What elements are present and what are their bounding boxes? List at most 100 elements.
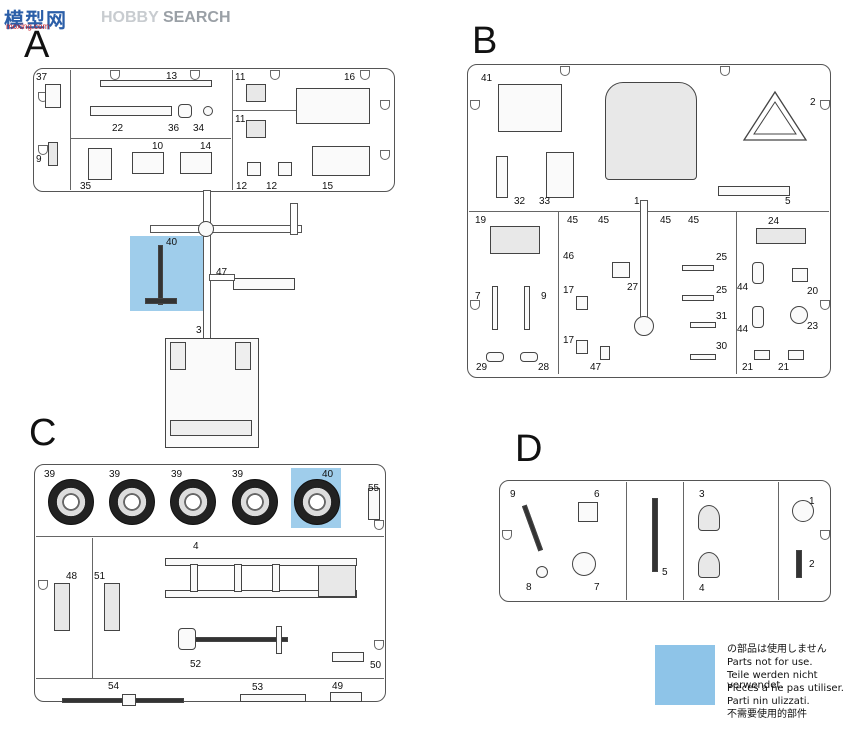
part-d-6 <box>578 502 598 522</box>
sprue-b-divider <box>736 212 737 374</box>
watermark-en-text: SEARCH <box>158 9 231 26</box>
sprue-b-runner <box>640 200 648 327</box>
part-number: 49 <box>332 681 344 692</box>
part-number: 7 <box>475 291 481 302</box>
part-b-41 <box>498 84 562 132</box>
part-number: 9 <box>541 291 547 302</box>
sprue-gate <box>720 66 730 76</box>
part-c-48 <box>54 583 70 631</box>
sprue-letter-a: A <box>24 24 50 66</box>
part-number: 2 <box>809 559 815 570</box>
part-number: 51 <box>94 571 106 582</box>
part-b-44a <box>752 262 764 284</box>
sprue-b-divider <box>558 212 559 374</box>
sprue-a-divider <box>232 70 233 190</box>
part-number: 5 <box>662 567 668 578</box>
sprue-gate <box>374 520 384 530</box>
part-d-5 <box>652 498 658 572</box>
part-a-35 <box>88 148 112 180</box>
part-b-44b <box>752 306 764 328</box>
part-b-20 <box>792 268 808 282</box>
part-a-14 <box>180 152 212 174</box>
part-number: 4 <box>699 583 705 594</box>
part-b-33 <box>546 152 574 198</box>
sprue-gate <box>110 70 120 80</box>
part-number: 11 <box>235 114 246 125</box>
part-number: 3 <box>196 325 202 336</box>
part-number: 30 <box>716 341 728 352</box>
part-number: 17 <box>563 335 575 346</box>
legend-line-zh: 不需要使用的部件 <box>727 709 807 720</box>
part-d-2 <box>796 550 802 578</box>
watermark-en: HOBBY SEARCH <box>101 9 231 27</box>
part-a-47 <box>233 278 295 290</box>
part-c-39a <box>48 479 94 525</box>
part-number: 28 <box>538 362 550 373</box>
part-a-3-detail <box>170 420 252 436</box>
part-c-40 <box>294 479 340 525</box>
part-number: 20 <box>807 286 819 297</box>
part-c-52 <box>186 637 288 642</box>
part-number: 27 <box>627 282 639 293</box>
part-d-4 <box>698 552 720 578</box>
part-b-27 <box>612 262 630 278</box>
part-number: 39 <box>232 469 244 480</box>
sprue-gate <box>190 70 200 80</box>
legend-line-ja: の部品は使用しません <box>727 644 827 655</box>
part-a-10 <box>132 152 164 174</box>
part-number: 21 <box>778 362 790 373</box>
part-number: 54 <box>108 681 120 692</box>
part-b-25a <box>682 265 714 271</box>
sprue-gate <box>380 100 390 110</box>
part-b-2 <box>742 90 808 141</box>
part-number: 45 <box>688 215 700 226</box>
sprue-b-divider <box>469 211 829 212</box>
part-c-4-rail <box>165 590 357 598</box>
sprue-gate <box>270 70 280 80</box>
sprue-d-divider <box>683 482 684 600</box>
part-number: 33 <box>539 196 551 207</box>
part-c-4-engine <box>318 565 356 597</box>
part-a-34 <box>203 106 213 116</box>
part-number: 3 <box>699 489 705 500</box>
sprue-a-divider <box>71 138 231 139</box>
part-c-51 <box>104 583 120 631</box>
part-number: 15 <box>322 181 334 192</box>
sprue-letter-b: B <box>472 20 498 62</box>
part-number: 13 <box>166 71 178 82</box>
part-b-9 <box>524 286 530 330</box>
part-number: 31 <box>716 311 728 322</box>
part-c-54-block <box>122 694 136 706</box>
part-number: 44 <box>737 324 749 335</box>
part-a-22 <box>90 106 172 116</box>
watermark: 模型网 HOBBY SEARCH <box>4 4 231 32</box>
part-b-47 <box>600 346 610 360</box>
part-b-21a <box>754 350 770 360</box>
part-number: 47 <box>216 267 228 278</box>
part-number: 14 <box>200 141 212 152</box>
part-b-28 <box>520 352 538 362</box>
sprue-d-divider <box>626 482 627 600</box>
part-b-32 <box>496 156 508 198</box>
part-d-3 <box>698 505 720 531</box>
part-b-19 <box>490 226 540 254</box>
part-number: 55 <box>368 483 380 494</box>
part-number: 12 <box>266 181 278 192</box>
part-a-9 <box>48 142 58 166</box>
sprue-a-divider <box>233 110 303 111</box>
part-number: 19 <box>475 215 487 226</box>
part-c-50 <box>332 652 364 662</box>
part-a-13 <box>100 80 212 87</box>
part-a-40b <box>145 298 177 304</box>
sprue-c-divider <box>36 678 384 679</box>
sprue-gate <box>820 300 830 310</box>
part-number: 48 <box>66 571 78 582</box>
part-number: 34 <box>193 123 205 134</box>
legend-line-it: Parti nin ulizzati. <box>727 696 810 707</box>
part-number: 32 <box>514 196 526 207</box>
legend-line-fr: Pieces a ne pas utiliser. <box>727 683 844 694</box>
legend-line-en: Parts not for use. <box>727 657 813 668</box>
part-number: 46 <box>563 251 575 262</box>
part-b-29 <box>486 352 504 362</box>
part-c-39c <box>170 479 216 525</box>
